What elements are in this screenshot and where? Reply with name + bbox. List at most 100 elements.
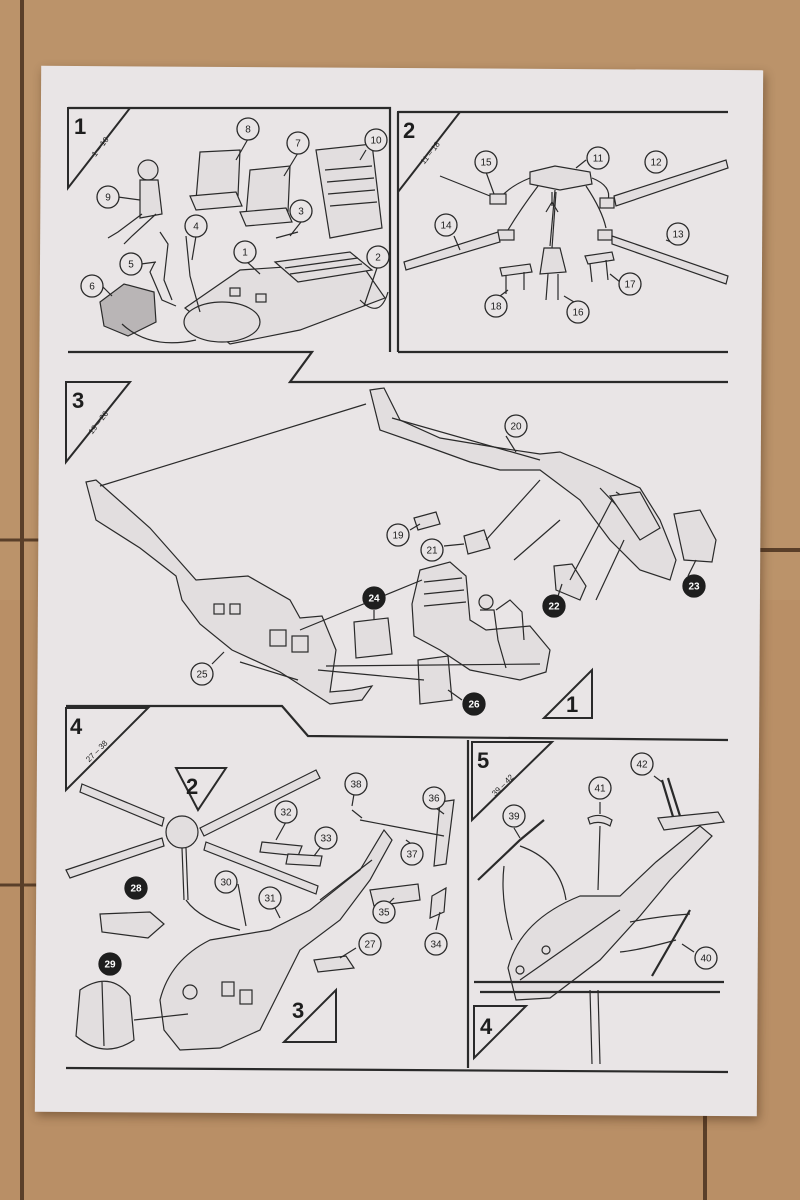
part-34 xyxy=(429,886,447,919)
callout-label-7: 7 xyxy=(295,139,301,150)
callout-10: 10 xyxy=(364,128,388,152)
tail-rotor-blade xyxy=(433,799,455,867)
callout-label-26: 26 xyxy=(468,700,480,711)
callout-6: 6 xyxy=(80,274,104,298)
step-3-badge: 3 19 – 26 xyxy=(65,381,133,465)
callout-circle-42 xyxy=(630,752,654,776)
callout-15: 15 xyxy=(474,150,498,174)
callout-label-12: 12 xyxy=(650,158,662,169)
callout-circle-34 xyxy=(424,932,448,956)
callout-label-30: 30 xyxy=(220,878,232,889)
callout-35: 35 xyxy=(372,900,396,924)
callout-38: 38 xyxy=(344,772,368,796)
callout-circle-12 xyxy=(644,150,668,174)
door-panel-24 xyxy=(353,617,393,659)
callout-circle-35 xyxy=(372,900,396,924)
callout-17: 17 xyxy=(618,272,642,296)
rear-bulkhead xyxy=(315,143,383,239)
callout-2: 2 xyxy=(366,245,390,269)
pilot-figure-head-3 xyxy=(478,594,494,610)
callout-13: 13 xyxy=(666,222,690,246)
main-blade-12 xyxy=(613,159,729,207)
callout-circle-13 xyxy=(666,222,690,246)
step-1-range: 1 – 10 xyxy=(90,135,111,159)
callout-label-28: 28 xyxy=(130,884,142,895)
side-window-frame xyxy=(608,491,661,541)
callout-label-20: 20 xyxy=(510,422,522,433)
callout-label-8: 8 xyxy=(245,125,251,136)
callout-circle-20 xyxy=(504,414,528,438)
callout-5: 5 xyxy=(119,252,143,276)
link-part-18 xyxy=(499,263,533,277)
callout-18: 18 xyxy=(484,294,508,318)
callout-label-17: 17 xyxy=(624,280,636,291)
reference-3-label: 3 xyxy=(292,998,304,1023)
callout-label-15: 15 xyxy=(480,158,492,169)
rotor-hub-4 xyxy=(165,815,199,849)
callout-label-38: 38 xyxy=(350,780,362,791)
step-3-number: 3 xyxy=(72,388,84,413)
callout-label-3: 3 xyxy=(298,207,304,218)
callout-circle-25 xyxy=(190,662,214,686)
callout-11: 11 xyxy=(586,146,610,170)
callout-30: 30 xyxy=(214,870,238,894)
callout-20: 20 xyxy=(504,414,528,438)
pilot-figure-body xyxy=(139,179,163,219)
pilot-figure-head xyxy=(137,159,159,181)
blade-grip-15 xyxy=(489,193,507,205)
callout-25: 25 xyxy=(190,662,214,686)
part-42 xyxy=(657,811,725,831)
step-2-drawing xyxy=(403,159,729,303)
callout-circle-28 xyxy=(124,876,148,900)
callout-circle-19 xyxy=(386,523,410,547)
callout-circle-8 xyxy=(236,117,260,141)
callout-29: 29 xyxy=(98,952,122,976)
callout-circle-4 xyxy=(184,214,208,238)
step-4-drawing xyxy=(65,769,455,1051)
callout-28: 28 xyxy=(124,876,148,900)
reference-badge-2: 2 xyxy=(174,767,228,812)
reference-1-label: 1 xyxy=(566,692,578,717)
callout-circle-31 xyxy=(258,886,282,910)
rotor-blade-upper-left xyxy=(79,783,165,827)
callout-label-27: 27 xyxy=(364,940,376,951)
callout-label-21: 21 xyxy=(426,546,438,557)
part-21 xyxy=(463,529,491,555)
callout-label-41: 41 xyxy=(594,784,606,795)
callout-label-14: 14 xyxy=(440,221,452,232)
callout-label-34: 34 xyxy=(430,940,442,951)
step-5-range: 39 – 42 xyxy=(490,772,516,798)
fuselage-right-half xyxy=(369,387,677,581)
callout-circle-18 xyxy=(484,294,508,318)
windshield-23 xyxy=(673,509,717,563)
canopy-29 xyxy=(75,980,135,1050)
callout-circle-30 xyxy=(214,870,238,894)
callout-circle-23 xyxy=(682,574,706,598)
callout-label-19: 19 xyxy=(392,531,404,542)
callout-label-25: 25 xyxy=(196,670,208,681)
main-blade-13 xyxy=(611,235,729,285)
link-part-17 xyxy=(584,251,615,265)
callout-31: 31 xyxy=(258,886,282,910)
callout-label-18: 18 xyxy=(490,302,502,313)
callout-label-16: 16 xyxy=(572,308,584,319)
callout-circle-5 xyxy=(119,252,143,276)
callout-circle-26 xyxy=(462,692,486,716)
panel-frames xyxy=(65,106,729,1074)
callout-23: 23 xyxy=(682,574,706,598)
callout-label-23: 23 xyxy=(688,582,700,593)
part-41 xyxy=(587,814,613,827)
callout-circle-21 xyxy=(420,538,444,562)
callout-label-13: 13 xyxy=(672,230,684,241)
callout-label-29: 29 xyxy=(104,960,116,971)
callout-22: 22 xyxy=(542,594,566,618)
callout-42: 42 xyxy=(630,752,654,776)
rotor-hub xyxy=(529,165,593,191)
callout-label-32: 32 xyxy=(280,808,292,819)
callout-33: 33 xyxy=(314,826,338,850)
callout-circle-29 xyxy=(98,952,122,976)
callout-7: 7 xyxy=(286,131,310,155)
step-2-number: 2 xyxy=(403,118,415,143)
callout-label-5: 5 xyxy=(128,260,134,271)
reference-4-label: 4 xyxy=(480,1014,493,1039)
